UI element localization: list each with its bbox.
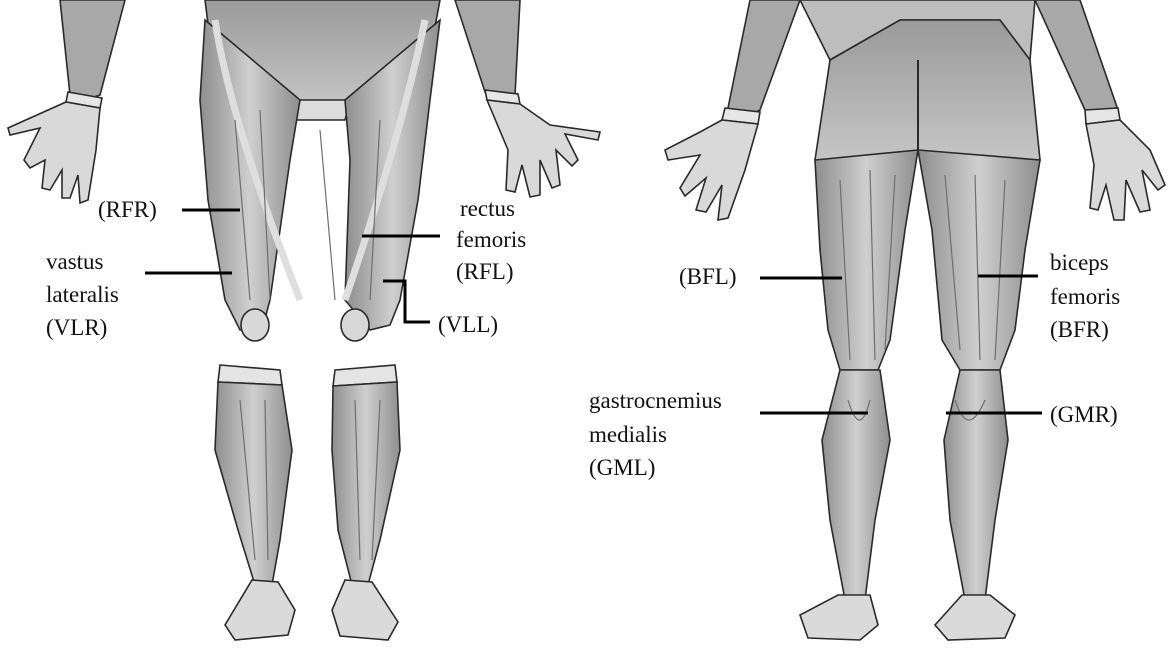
front-left-arm: [455, 0, 520, 100]
label-vlr-line1: vastus: [46, 247, 104, 276]
label-rfl-line3: (RFL): [456, 257, 514, 286]
label-bfr-line3: (BFR): [1050, 315, 1109, 344]
label-gml-line2: medialis: [589, 420, 667, 449]
label-rfr: (RFR): [98, 195, 157, 224]
back-left-calf: [822, 370, 890, 600]
back-left-thigh: [815, 150, 918, 370]
label-gml-line1: gastrocnemius: [589, 386, 722, 415]
label-gml-line3: (GML): [589, 453, 655, 482]
label-vlr-line2: lateralis: [46, 280, 119, 309]
back-right-foot: [935, 595, 1015, 640]
front-right-hand: [8, 102, 100, 203]
front-right-shin: [215, 382, 292, 585]
back-right-calf: [944, 370, 1008, 600]
front-right-arm: [60, 0, 125, 100]
front-left-shin: [332, 382, 400, 585]
label-rfl-line1: rectus: [460, 194, 515, 223]
label-vll: (VLL): [438, 310, 498, 339]
back-left-hand: [665, 120, 758, 220]
label-bfr-line1: biceps: [1050, 248, 1109, 277]
label-bfl: (BFL): [679, 262, 737, 291]
back-right-hand: [1086, 120, 1165, 220]
label-rfl-line2: femoris: [456, 225, 526, 254]
front-left-foot: [332, 580, 398, 640]
label-bfr-line2: femoris: [1050, 282, 1120, 311]
back-left-foot: [800, 595, 878, 640]
back-left-arm: [728, 0, 800, 118]
label-gmr: (GMR): [1050, 400, 1118, 429]
front-right-foot: [225, 580, 295, 640]
front-left-hand: [487, 100, 600, 197]
back-right-arm: [1035, 0, 1118, 118]
label-vlr-line3: (VLR): [46, 313, 107, 342]
